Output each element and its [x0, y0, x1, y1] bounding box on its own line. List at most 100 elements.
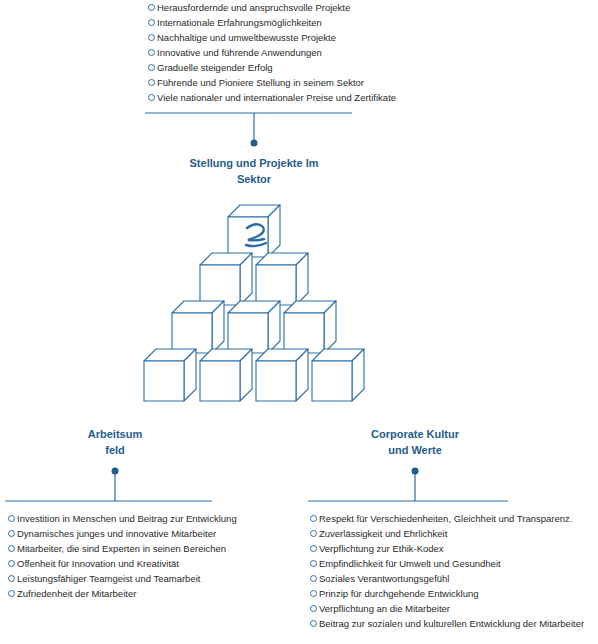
bullet-circle	[310, 545, 317, 552]
logo-mark	[246, 224, 266, 246]
list-item: Dynamisches junges und innovative Mitarb…	[17, 526, 317, 541]
list-item: Verpflichtung an die Mitarbeiter	[319, 601, 591, 616]
bullet-circle	[310, 575, 317, 582]
cube-face	[268, 205, 280, 257]
list-text: Prinzip für durchgehende Entwicklung	[319, 588, 478, 599]
list-item: Zuverlässigkeit und Ehrlichkeit	[319, 526, 591, 541]
cube-face	[352, 349, 364, 401]
list-item: Viele nationaler und internationaler Pre…	[157, 90, 457, 105]
list-text: Zufriedenheit der Mitarbeiter	[17, 588, 136, 599]
bullet-circle	[8, 515, 15, 522]
cube-face	[144, 361, 184, 401]
bullet-circle	[148, 94, 155, 101]
cube-face	[240, 253, 252, 305]
list-text: Viele nationaler und internationaler Pre…	[157, 92, 396, 103]
bullet-circle	[8, 530, 15, 537]
list-item: Führende und Pioniere Stellung in seinem…	[157, 75, 457, 90]
bullet-circle	[8, 590, 15, 597]
list-item: Prinzip für durchgehende Entwicklung	[319, 586, 591, 601]
cube-face	[228, 313, 268, 353]
list-item: Herausfordernde und anspruchsvolle Proje…	[157, 0, 457, 15]
bullet-circle	[310, 620, 317, 627]
leader-dots	[112, 140, 419, 475]
cube	[312, 349, 364, 401]
cube-face	[256, 265, 296, 305]
cube-face	[212, 301, 224, 353]
cube-face	[284, 313, 324, 353]
cube-face	[268, 301, 280, 353]
bullet-circle	[148, 4, 155, 11]
list-item: Beitrag zur sozialen und kulturellen Ent…	[319, 616, 591, 631]
cube-pyramid	[144, 205, 364, 401]
list-text: Investition in Menschen und Beitrag zur …	[17, 513, 237, 524]
list-item: Graduelle steigender Erfolg	[157, 60, 457, 75]
section-heading: Corporate Kultur und Werte	[361, 426, 469, 458]
list-item: Soziales Verantwortungsgefühl	[319, 571, 591, 586]
list-item: Verpflichtung zur Ethik-Kodex	[319, 541, 591, 556]
cube-face	[228, 217, 268, 257]
list-item: Empfindlichkeit für Umwelt und Gesundhei…	[319, 556, 591, 571]
cube-face	[256, 361, 296, 401]
list-text: Herausfordernde und anspruchsvolle Proje…	[157, 2, 350, 13]
list-item: Investition in Menschen und Beitrag zur …	[17, 511, 317, 526]
list-item: Leistungsfähiger Teamgeist und Teamarbei…	[17, 571, 317, 586]
list-text: Führende und Pioniere Stellung in seinem…	[157, 77, 364, 88]
cube-face	[200, 361, 240, 401]
list-text: Leistungsfähiger Teamgeist und Teamarbei…	[17, 573, 200, 584]
list-text: Beitrag zur sozialen und kulturellen Ent…	[319, 618, 584, 629]
list-text: Respekt für Verschiedenheiten, Gleichhei…	[319, 513, 573, 524]
cube-face	[296, 349, 308, 401]
section-heading: Arbeitsum feld	[83, 426, 147, 458]
bullet-circle	[310, 560, 317, 567]
section-heading: Stellung und Projekte Im Sektor	[178, 155, 330, 187]
cube	[256, 349, 308, 401]
list-text: Soziales Verantwortungsgefühl	[319, 573, 449, 584]
list-text: Dynamisches junges und innovative Mitarb…	[17, 528, 216, 539]
bullet-circle	[310, 590, 317, 597]
cube	[200, 349, 252, 401]
cube	[144, 349, 196, 401]
cube	[172, 301, 224, 353]
bullet-circle	[148, 19, 155, 26]
list-text: Empfindlichkeit für Umwelt und Gesundhei…	[319, 558, 501, 569]
cube-face	[312, 361, 352, 401]
bullet-circle	[8, 545, 15, 552]
cube-face	[240, 349, 252, 401]
list-item: Mitarbeiter, die sind Experten in seinen…	[17, 541, 317, 556]
cube-face	[324, 301, 336, 353]
cube-face	[184, 349, 196, 401]
bullet-circle	[148, 79, 155, 86]
list-text: Verpflichtung an die Mitarbeiter	[319, 603, 450, 614]
list-text: Mitarbeiter, die sind Experten in seinen…	[17, 543, 226, 554]
list-item: Internationale Erfahrungsmöglichkeiten	[157, 15, 457, 30]
list-text: Graduelle steigender Erfolg	[157, 62, 273, 73]
bullet-circle	[310, 515, 317, 522]
bullet-circle	[310, 605, 317, 612]
bullet-circle	[310, 530, 317, 537]
cube	[284, 301, 336, 353]
cube-face	[200, 265, 240, 305]
list-item: Zufriedenheit der Mitarbeiter	[17, 586, 317, 601]
list-item: Innovative und führende Anwendungen	[157, 45, 457, 60]
list-text: Zuverlässigkeit und Ehrlichkeit	[319, 528, 447, 539]
cube	[228, 301, 280, 353]
cube-face	[296, 253, 308, 305]
bullet-circle	[148, 64, 155, 71]
list-item: Respekt für Verschiedenheiten, Gleichhei…	[319, 511, 591, 526]
bullet-circle	[8, 560, 15, 567]
bullet-circle	[148, 49, 155, 56]
bullet-circle	[148, 34, 155, 41]
list-text: Verpflichtung zur Ethik-Kodex	[319, 543, 444, 554]
list-item: Nachhaltige und umweltbewusste Projekte	[157, 30, 457, 45]
list-text: Internationale Erfahrungsmöglichkeiten	[157, 17, 322, 28]
bullet-circle	[8, 575, 15, 582]
leader-lines	[5, 113, 508, 501]
cube-face	[172, 313, 212, 353]
list-text: Innovative und führende Anwendungen	[157, 47, 322, 58]
cube	[256, 253, 308, 305]
list-text: Offenheit für Innovation und Kreativität	[17, 558, 179, 569]
list-text: Nachhaltige und umweltbewusste Projekte	[157, 32, 336, 43]
cube	[200, 253, 252, 305]
cube	[228, 205, 280, 257]
list-item: Offenheit für Innovation und Kreativität	[17, 556, 317, 571]
